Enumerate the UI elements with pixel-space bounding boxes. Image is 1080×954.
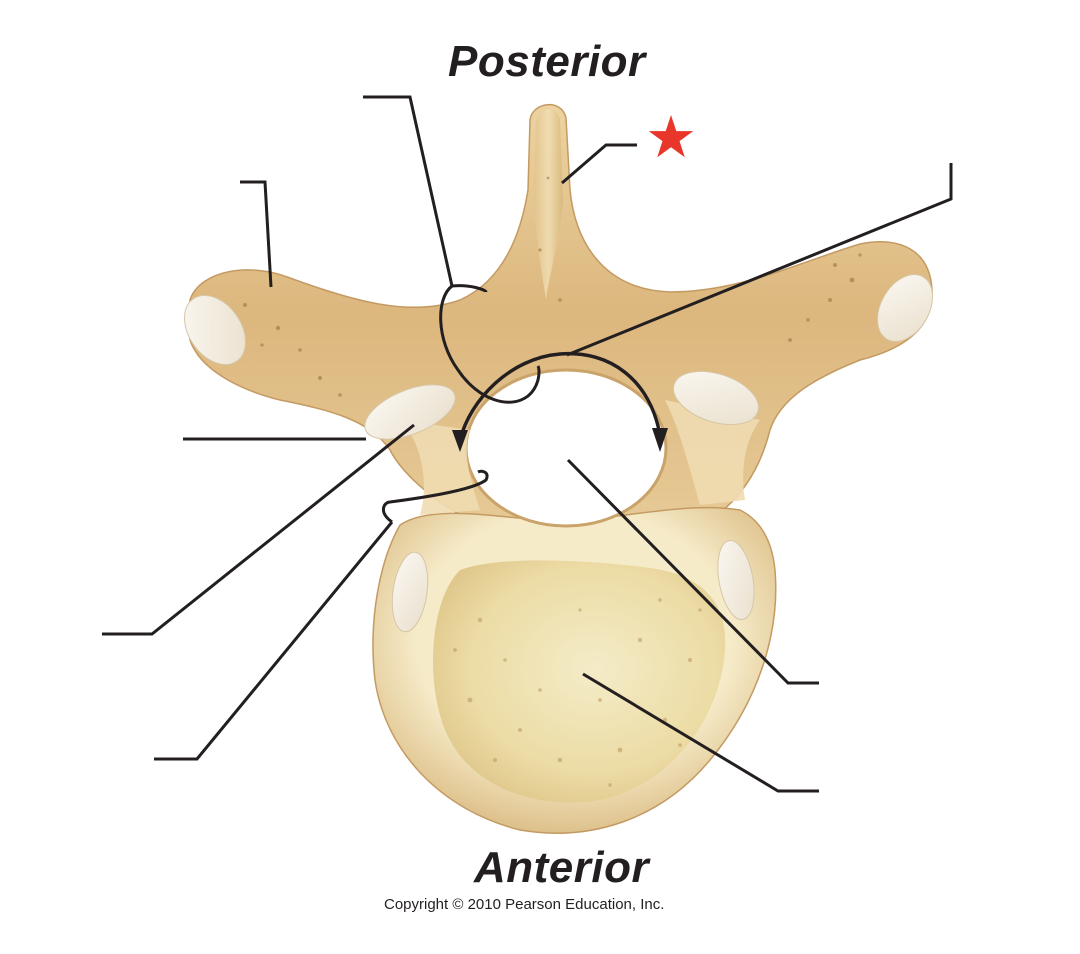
leader-vertebral-foramen [566,458,819,685]
leader-pedicle [154,521,394,761]
leader-vertebral-body [582,672,819,793]
leader-spinous-process [561,143,637,185]
posterior-label: Posterior [448,37,646,86]
vertebral-body-shape [372,506,777,834]
vertebral-arch-arrow [452,351,668,452]
vertebral-foramen-shape [464,368,668,528]
articular-facets [184,274,933,633]
anterior-label: Anterior [474,843,650,892]
leader-lamina-loop [439,284,541,404]
leader-pedicle-loop [382,469,489,524]
leader-superior-articular-process [102,423,415,636]
leader-transverse-process-left [240,180,273,288]
leader-lines [102,95,953,793]
leader-transverse-process-right [566,163,953,357]
star-marker-icon: ★ [645,103,697,171]
leader-lamina [363,95,454,287]
copyright-notice: Copyright © 2010 Pearson Education, Inc. [384,896,665,913]
